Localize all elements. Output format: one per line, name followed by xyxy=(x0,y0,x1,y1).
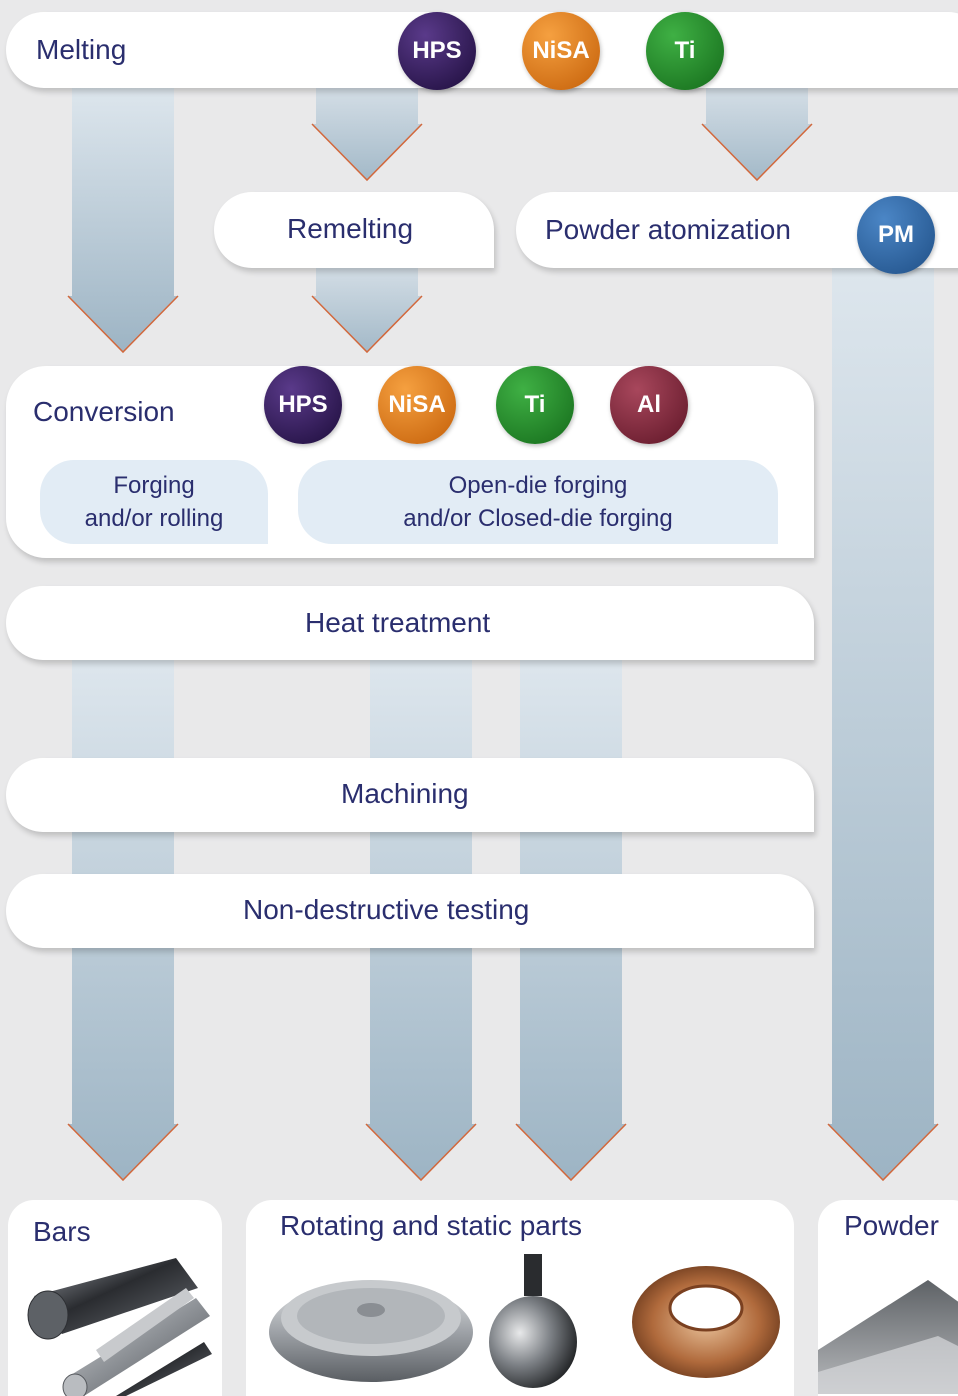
ndt-stage: Non-destructive testing xyxy=(6,874,814,948)
machining-label: Machining xyxy=(341,778,469,809)
powder-pile-image xyxy=(818,1280,958,1394)
powder-atomization-label: Powder atomization xyxy=(545,214,791,245)
ndt-label: Non-destructive testing xyxy=(243,894,530,925)
arrow-melting-to-remelting xyxy=(311,88,423,182)
arrow-melting-to-conversion xyxy=(67,88,179,354)
conversion-label: Conversion xyxy=(33,396,175,427)
arrow-melting-to-powder-atomization xyxy=(701,88,813,182)
al-badge-conversion: Al xyxy=(610,366,688,444)
remelting-stage: Remelting xyxy=(214,192,494,268)
melting-stage: Melting xyxy=(6,12,958,88)
parts-output: Rotating and static parts xyxy=(246,1200,794,1396)
remelting-label: Remelting xyxy=(287,213,414,244)
nisa-badge-conversion: NiSA xyxy=(378,366,456,444)
bars-output: Bars xyxy=(8,1200,222,1396)
arrow-remelting-to-conversion xyxy=(311,266,423,354)
parts-title: Rotating and static parts xyxy=(280,1210,582,1241)
nisa-badge: NiSA xyxy=(522,12,600,90)
heat-treatment-label: Heat treatment xyxy=(305,607,491,638)
steel-bars-image xyxy=(27,1258,212,1396)
hps-badge-conversion: HPS xyxy=(264,366,342,444)
dome-part-image xyxy=(489,1254,577,1388)
hps-badge: HPS xyxy=(398,12,476,90)
open-closed-die-forging-option: Open-die forging and/or Closed-die forgi… xyxy=(298,460,778,544)
disc-part-image xyxy=(269,1280,473,1382)
powder-output: Powder xyxy=(818,1200,958,1396)
powder-title: Powder xyxy=(844,1210,939,1241)
bars-title: Bars xyxy=(33,1216,91,1247)
heat-treatment-stage: Heat treatment xyxy=(6,586,814,660)
pm-badge: PM xyxy=(857,196,935,274)
arrow-powder-atomization-to-powder xyxy=(827,268,939,1182)
ti-badge-conversion: Ti xyxy=(496,366,574,444)
ti-badge: Ti xyxy=(646,12,724,90)
melting-label: Melting xyxy=(36,34,127,65)
machining-stage: Machining xyxy=(6,758,814,832)
ring-part-image xyxy=(632,1266,780,1378)
forging-rolling-option: Forging and/or rolling xyxy=(40,460,268,544)
